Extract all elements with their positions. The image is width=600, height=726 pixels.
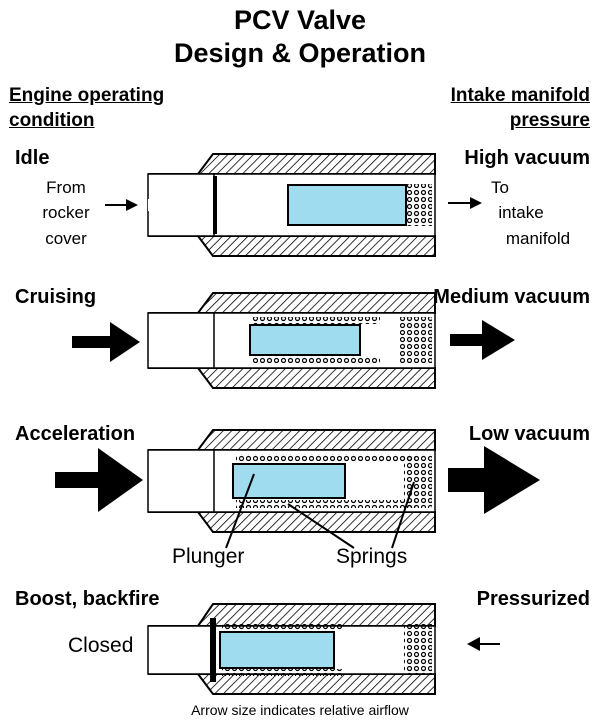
condition-boost-backfire: Boost, backfire <box>15 588 160 610</box>
closed-label: Closed <box>68 634 134 657</box>
to-label-line3: manifold <box>505 229 571 248</box>
header-right-line1: Intake manifold <box>450 85 590 106</box>
arrow-idle-in <box>105 199 138 211</box>
arrow-acceleration-in <box>55 448 143 512</box>
header-right-line2: pressure <box>509 110 590 131</box>
arrow-idle-out <box>448 197 482 209</box>
from-label-line1: From <box>46 178 86 197</box>
to-label-line2: intake <box>498 203 544 222</box>
pressure-high-vacuum: High vacuum <box>464 147 590 169</box>
header-left-line2: condition <box>9 110 95 131</box>
valve-idle <box>147 153 436 257</box>
condition-cruising: Cruising <box>15 286 97 308</box>
pressure-low-vacuum: Low vacuum <box>468 423 590 445</box>
arrow-cruising-out <box>450 320 515 360</box>
to-label-line1: To <box>491 178 509 197</box>
title-line2: Design & Operation <box>173 38 427 68</box>
from-label-line3: cover <box>45 229 87 248</box>
condition-acceleration: Acceleration <box>15 423 136 445</box>
pressure-pressurized: Pressurized <box>476 588 590 610</box>
springs-callout: Springs <box>336 545 408 568</box>
pressure-medium-vacuum: Medium vacuum <box>433 286 590 308</box>
footer-note: Arrow size indicates relative airflow <box>191 702 409 718</box>
from-label-line2: rocker <box>42 203 90 222</box>
arrow-cruising-in <box>72 322 140 362</box>
valve-boost <box>147 603 436 695</box>
valve-acceleration <box>147 429 436 549</box>
arrow-acceleration-out <box>448 446 540 514</box>
title-line1: PCV Valve <box>233 5 367 35</box>
valve-cruising <box>147 292 436 389</box>
condition-idle: Idle <box>15 147 50 169</box>
arrow-boost-reverse <box>467 637 500 651</box>
header-left-line1: Engine operating <box>9 85 165 106</box>
plunger-callout: Plunger <box>172 545 245 568</box>
